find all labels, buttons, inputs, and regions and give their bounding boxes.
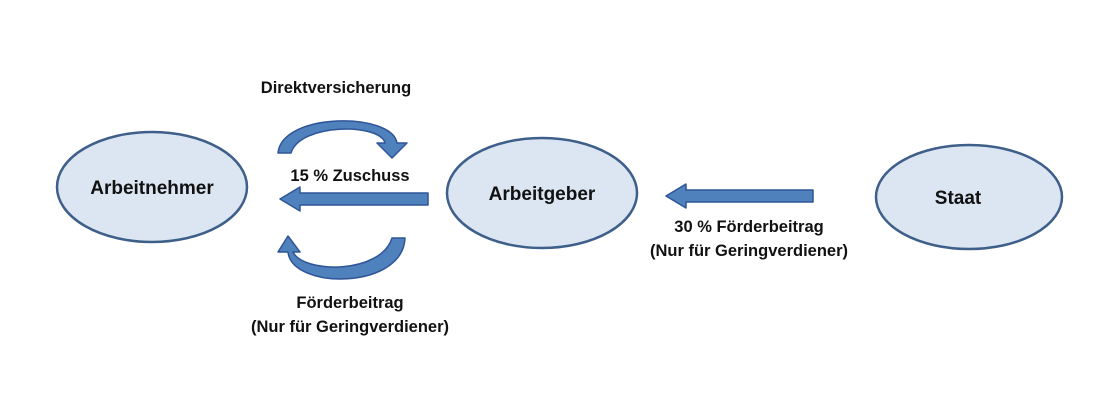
- node-staat-label: Staat: [935, 188, 982, 209]
- label-foerderbeitrag-an-line2: (Nur für Geringverdiener): [251, 318, 449, 336]
- curved-arrow-foerderbeitrag: [277, 235, 406, 280]
- node-arbeitnehmer: Arbeitnehmer: [55, 130, 249, 244]
- arrow-staat-to-arbeitgeber: [665, 183, 814, 209]
- node-arbeitnehmer-label: Arbeitnehmer: [90, 178, 214, 199]
- curved-arrow-direktversicherung: [277, 120, 408, 159]
- label-foerderbeitrag-staat-line2: (Nur für Geringverdiener): [650, 242, 848, 260]
- label-foerderbeitrag-staat-line1: 30 % Förderbeitrag: [674, 218, 823, 236]
- node-arbeitgeber: Arbeitgeber: [445, 136, 639, 250]
- label-foerderbeitrag-an-line1: Förderbeitrag: [296, 294, 403, 312]
- label-zuschuss: 15 % Zuschuss: [290, 167, 409, 185]
- label-direktversicherung: Direktversicherung: [261, 79, 411, 97]
- node-staat: Staat: [874, 143, 1064, 251]
- node-arbeitgeber-label: Arbeitgeber: [489, 184, 596, 205]
- arrow-arbeitgeber-to-arbeitnehmer: [279, 186, 429, 212]
